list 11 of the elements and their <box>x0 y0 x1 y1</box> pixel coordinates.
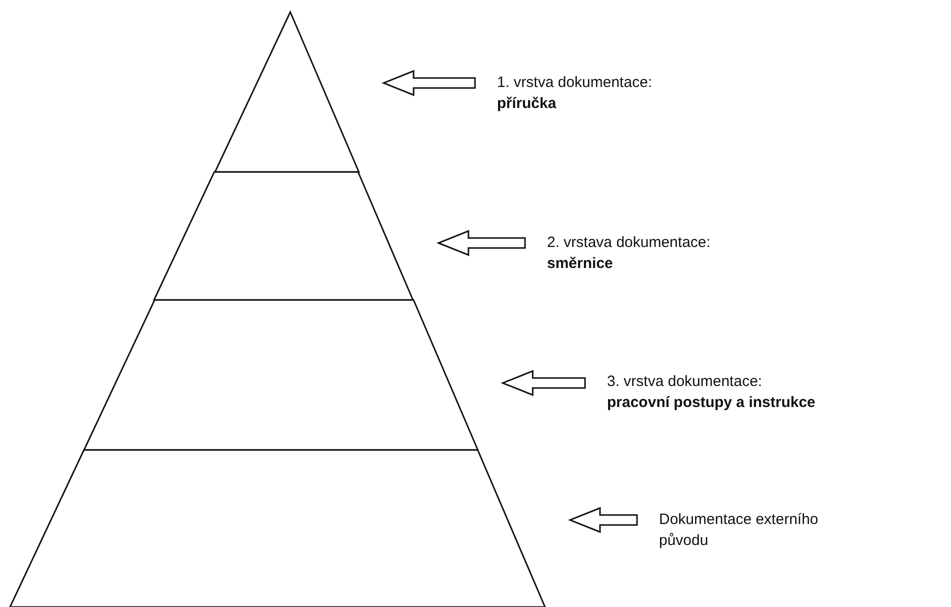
block-arrow <box>436 230 526 256</box>
tier-label: Dokumentace externího původu <box>659 510 820 551</box>
block-arrow <box>500 370 586 396</box>
tier-name: příručka <box>497 94 558 114</box>
tier-name: pracovní postupy a instrukce <box>607 393 816 413</box>
block-arrow <box>568 506 638 534</box>
tier-heading: 1. vrstva dokumentace: <box>497 73 654 93</box>
tier-heading: 3. vrstva dokumentace: <box>607 372 764 392</box>
block-arrow <box>382 70 476 96</box>
tier-name: směrnice <box>547 254 614 274</box>
tier-heading: 2. vrstava dokumentace: <box>547 233 712 253</box>
